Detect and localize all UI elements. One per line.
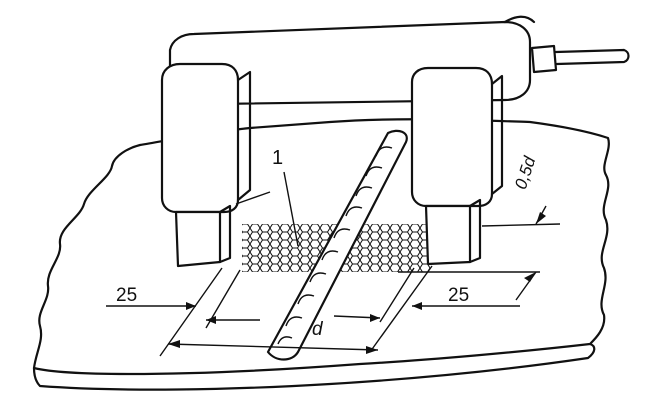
right-dimension-label: 25: [448, 285, 470, 306]
d-dimension-label: d: [312, 319, 323, 340]
callout-label: 1: [272, 147, 284, 169]
left-dimension-label: 25: [116, 285, 138, 306]
plate-front-edge: [32, 342, 596, 391]
dimension-lines: [106, 171, 561, 357]
magnetic-yoke: [160, 15, 630, 268]
weld-bead: [266, 129, 408, 361]
